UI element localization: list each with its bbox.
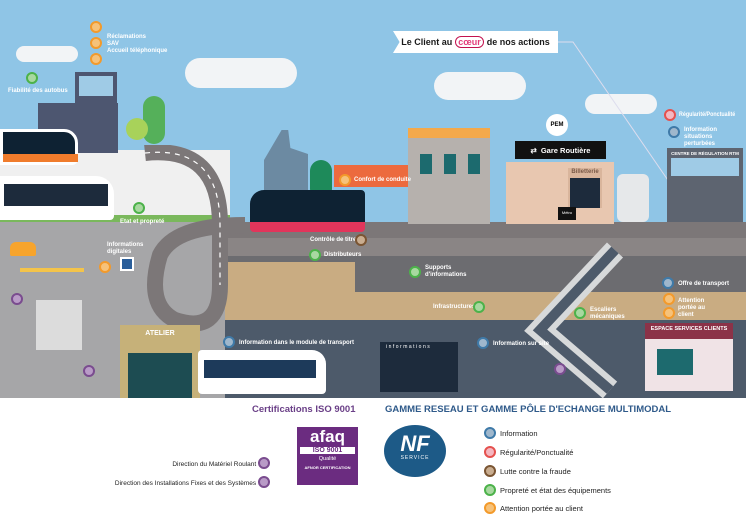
info-supports-label: Supports d'informations (425, 265, 467, 278)
escalator (524, 242, 624, 399)
gamme-title: GAMME RESEAU ET GAMME PÔLE D'ECHANGE MUL… (385, 404, 672, 415)
information-board: informations (380, 342, 458, 392)
digital-info-marker[interactable] (99, 261, 111, 273)
loop-road (144, 145, 246, 332)
certified-directions: Direction du Matériel Roulant Direction … (100, 455, 270, 493)
ticket-control-label: Contrôle de titres (310, 237, 360, 243)
banner-text: de nos actions (486, 37, 550, 47)
workshop: ATELIER (120, 325, 200, 398)
cloud (585, 94, 657, 114)
escalator-marker[interactable] (574, 307, 586, 319)
disruption-info-marker[interactable] (668, 126, 680, 138)
fixed-installations-marker[interactable] (83, 365, 95, 377)
legend-attention: Attention portée au client (484, 502, 583, 514)
vending-label: Distributeurs (324, 252, 362, 258)
regulation-center: CENTRE DE RÉGULATION RTM (667, 148, 743, 222)
regulation-center-sign: CENTRE DE RÉGULATION RTM (671, 151, 739, 156)
gare-routiere-sign: ⇄Gare Routière (515, 141, 606, 159)
banner-text: Le Client au (401, 37, 453, 47)
information-board-title: informations (386, 344, 432, 350)
bus-under-repair (36, 300, 82, 350)
crane (20, 268, 84, 272)
attention-marker[interactable] (663, 307, 675, 319)
customer-care-marker[interactable] (90, 53, 102, 65)
direction-item: Direction du Matériel Roulant (100, 455, 270, 474)
disruption-info-label: Information situations perturbées (684, 127, 717, 147)
metro-train (198, 350, 326, 394)
reliability-label: Fiabilité des autobus (8, 88, 68, 94)
transport-offer-marker[interactable] (662, 277, 674, 289)
customer-care-marker[interactable] (90, 21, 102, 33)
nf-service-logo: NF SERVICE (384, 425, 446, 477)
infrastructure-marker[interactable] (473, 301, 485, 313)
car (10, 242, 36, 256)
banner-heart: cœur (455, 36, 484, 48)
tree (143, 96, 165, 144)
cleanliness-legend-icon (484, 484, 496, 496)
transport-offer-label: Offre de transport (678, 281, 730, 287)
sidewalk (225, 238, 746, 256)
customer-service-sign: ESPACE SERVICES CLIENTS (650, 326, 728, 332)
punctuality-legend-icon (484, 446, 496, 458)
city-bus (0, 129, 78, 165)
onboard-info-label: Information dans le module de transport (239, 340, 355, 346)
ticket-hall (225, 262, 355, 298)
fraud-marker[interactable] (355, 234, 367, 246)
reliability-marker[interactable] (26, 72, 38, 84)
attention-marker[interactable] (663, 293, 675, 305)
workshop-sign: ATELIER (145, 330, 175, 337)
attention-legend-icon (484, 502, 496, 514)
gare-label: Gare Routière (540, 145, 591, 155)
attention-label: Attention portée au client (678, 298, 706, 318)
digital-info-label: Informations digitales (107, 242, 144, 255)
residential-building (408, 128, 490, 224)
bus-front (617, 174, 649, 222)
cleanliness-marker[interactable] (133, 202, 145, 214)
onsite-info-label: Information sur site (493, 341, 550, 347)
punctuality-label: Régularité/Ponctualité (679, 111, 736, 118)
info-supports-marker[interactable] (409, 266, 421, 278)
comfort-label: Confort de conduite (354, 177, 411, 183)
cloud (16, 46, 78, 62)
onboard-info-marker[interactable] (223, 336, 235, 348)
cloud (434, 72, 526, 100)
customer-care-marker[interactable] (90, 37, 102, 49)
bus-icon: ⇄ (530, 145, 537, 155)
articulated-bus (250, 190, 365, 232)
confort-building (334, 165, 414, 187)
legend-punctuality: Régularité/Ponctualité (484, 446, 573, 458)
fraud-legend-icon (484, 465, 496, 477)
grass (0, 215, 230, 222)
legend-information: Information (484, 427, 538, 439)
customer-service-office: ESPACE SERVICES CLIENTS (645, 323, 733, 391)
legend-cleanliness: Propreté et état des équipements (484, 484, 611, 496)
cleanliness-label: Etat et propreté (120, 219, 165, 225)
comfort-marker[interactable] (339, 174, 351, 186)
onsite-info-marker[interactable] (477, 337, 489, 349)
banner-string (558, 41, 686, 206)
pem-badge: PEM (546, 114, 568, 136)
cloud (185, 58, 297, 88)
metro-sign: Métro (558, 207, 576, 220)
afaq-logo: afaq ISO 9001 Qualité AFNOR CERTIFICATIO… (297, 427, 358, 485)
infrastructure-label: Infrastructures (433, 304, 476, 310)
iso-certifications-title: Certifications ISO 9001 (252, 404, 356, 415)
punctuality-marker[interactable] (664, 109, 676, 121)
fixed-installations-marker[interactable] (554, 363, 566, 375)
slogan-banner: Le Client au cœur de nos actions (393, 31, 558, 53)
tree (126, 118, 148, 140)
direction-item: Direction des Installations Fixes et des… (100, 474, 270, 493)
escalator-label: Escaliers mécaniques (590, 307, 625, 320)
ticket-office: Billetterie (568, 168, 602, 208)
vending-marker[interactable] (309, 249, 321, 261)
tram (0, 176, 114, 220)
legend-fraud: Lutte contre la fraude (484, 465, 571, 477)
bus-stop-sign (120, 257, 134, 271)
ticket-office-sign: Billetterie (571, 169, 599, 175)
rtm-tower (75, 72, 117, 104)
rolling-stock-marker[interactable] (11, 293, 23, 305)
information-legend-icon (484, 427, 496, 439)
